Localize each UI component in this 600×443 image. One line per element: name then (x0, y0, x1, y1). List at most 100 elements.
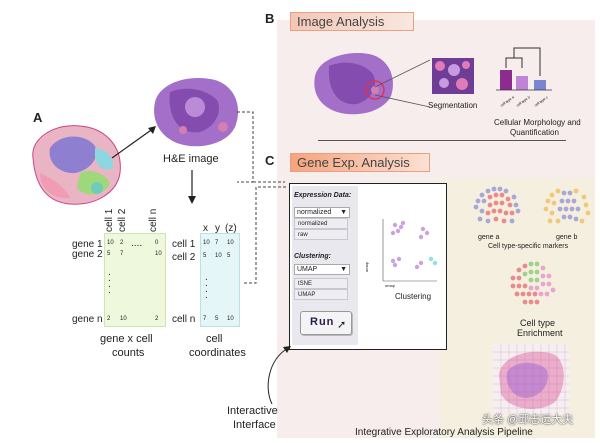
brain-section-illustration (32, 125, 121, 205)
expression-dropdown[interactable]: normalized ▼ (294, 207, 350, 218)
run-button-label: Run (310, 316, 335, 328)
coords-row-cell2: cell 2 (172, 252, 196, 263)
gene-exp-title: Gene Exp. Analysis (290, 153, 430, 172)
gene-a-spot-map (473, 186, 521, 224)
counts-r2-v1: 5 (107, 251, 111, 257)
brain-region-pink (40, 173, 70, 199)
spatial-grid-image (493, 344, 569, 414)
he-image-label: H&E image (163, 153, 219, 165)
interactive-label-1: Interactive (227, 405, 278, 417)
cell-type-markers-label: Cell type-specific markers (488, 243, 569, 250)
clustering-caption: Clustering (395, 292, 432, 301)
counts-r2-v2: 7 (120, 251, 124, 257)
brain-region-teal (91, 182, 103, 194)
coords-v-ellipsis: .... (205, 272, 208, 301)
counts-col-cell2: cell 2 (117, 208, 128, 232)
expression-options: normalized raw (294, 218, 350, 240)
b-tissue-image (314, 52, 393, 115)
counts-r1-v1: 10 (107, 240, 114, 246)
counts-r2-v3: 10 (155, 251, 162, 257)
morphology-label-2: Quantification (510, 128, 559, 137)
panel-letter-c: C (265, 153, 275, 168)
gene-b-spot-map (543, 188, 591, 224)
counts-col-celln: cell n (148, 208, 159, 232)
cluster-purple (390, 220, 430, 270)
counts-r1-v3: 0 (155, 240, 159, 246)
counts-rn-v1: 2 (107, 316, 111, 322)
coords-r2-z: 5 (227, 253, 231, 259)
svg-text:cell type a: cell type a (500, 95, 515, 107)
coords-r1-x: 10 (203, 240, 210, 246)
morphology-label-1: Cellular Morphology and (494, 118, 581, 127)
expression-selected: normalized (297, 209, 332, 216)
counts-col-cell1: cell 1 (104, 208, 115, 232)
coords-caption-1: cell (206, 333, 223, 345)
coords-rn-x: 7 (203, 316, 207, 322)
coords-col-y: y (215, 223, 220, 234)
clustering-option-umap[interactable]: UMAP (294, 289, 348, 300)
chevron-down-icon: ▼ (340, 266, 347, 273)
svg-text:cell type b: cell type b (516, 95, 531, 107)
morphology-bar-chart: cell type a cell type b cell type c (496, 47, 552, 108)
coords-r2-y: 10 (215, 253, 222, 259)
he-image (154, 78, 239, 147)
segmentation-image (432, 58, 474, 94)
run-button[interactable]: Run ➚ (300, 311, 352, 335)
segmentation-label: Segmentation (428, 101, 478, 110)
clustering-options: tSNE UMAP (294, 278, 350, 300)
enrichment-label-2: Enrichment (517, 328, 563, 338)
expression-option-normalized[interactable]: normalized (294, 218, 348, 229)
coords-col-z: (z) (225, 223, 237, 234)
clustering-scatter (382, 219, 438, 282)
counts-row-gene2: gene 2 (72, 249, 103, 260)
brain-region-cyan (95, 148, 114, 170)
coords-rn-y: 5 (215, 316, 219, 322)
counts-row-gene1: gene 1 (72, 239, 103, 250)
coords-r1-y: 7 (215, 240, 219, 246)
b-divider (318, 140, 566, 141)
dashed-connector-c (244, 186, 287, 284)
coords-r2-x: 5 (203, 253, 207, 259)
coords-r1-z: 10 (227, 240, 234, 246)
clustering-option-tsne[interactable]: tSNE (294, 278, 348, 289)
chevron-down-icon: ▼ (340, 209, 347, 216)
panel-letter-b: B (265, 11, 275, 26)
pipeline-label: Integrative Exploratory Analysis Pipelin… (355, 427, 533, 438)
counts-v-ellipsis: .... (108, 267, 111, 296)
cursor-arrow-icon: ➚ (337, 319, 347, 331)
interface-arrow (267, 346, 291, 405)
zoom-lines (374, 59, 431, 108)
coords-col-x: x (203, 223, 208, 234)
expression-option-raw[interactable]: raw (294, 229, 348, 240)
counts-h-ellipsis: .... (131, 238, 143, 249)
coords-matrix-bg (200, 233, 240, 327)
watermark: 头条 @邱志远大夫 (482, 414, 574, 426)
brain-region-purple (49, 136, 97, 174)
counts-row-genen: gene n (72, 314, 103, 325)
panel-letter-a: A (33, 110, 43, 125)
interactive-label-2: Interface (233, 419, 276, 431)
counts-caption-1: gene x cell (100, 333, 153, 345)
clustering-dropdown[interactable]: UMAP ▼ (294, 264, 350, 275)
counts-r1-v2: 2 (120, 240, 124, 246)
enrichment-label-1: Cell type (520, 318, 556, 328)
cluster-cyan (428, 256, 438, 266)
counts-caption-2: counts (112, 347, 145, 359)
enrichment-spot-map (510, 261, 556, 305)
counts-matrix-bg (104, 233, 166, 327)
coords-caption-2: coordinates (189, 347, 246, 359)
counts-rn-v3: 2 (155, 316, 159, 322)
gene-b-label: gene b (556, 234, 578, 241)
clustering-selected: UMAP (297, 266, 318, 273)
image-analysis-title: Image Analysis (290, 12, 414, 31)
arrow-down (188, 170, 196, 204)
coords-row-cell1: cell 1 (172, 239, 196, 250)
coords-rn-z: 10 (227, 316, 234, 322)
clustering-label: Clustering: (294, 253, 331, 260)
dashed-connector-b (237, 111, 285, 183)
umap-axis-x: umap (385, 283, 396, 288)
umap-axis-y: umap (364, 261, 369, 272)
expression-data-label: Expression Data: (294, 192, 352, 199)
coords-row-celln: cell n (172, 314, 196, 325)
svg-text:cell type c: cell type c (534, 95, 549, 107)
